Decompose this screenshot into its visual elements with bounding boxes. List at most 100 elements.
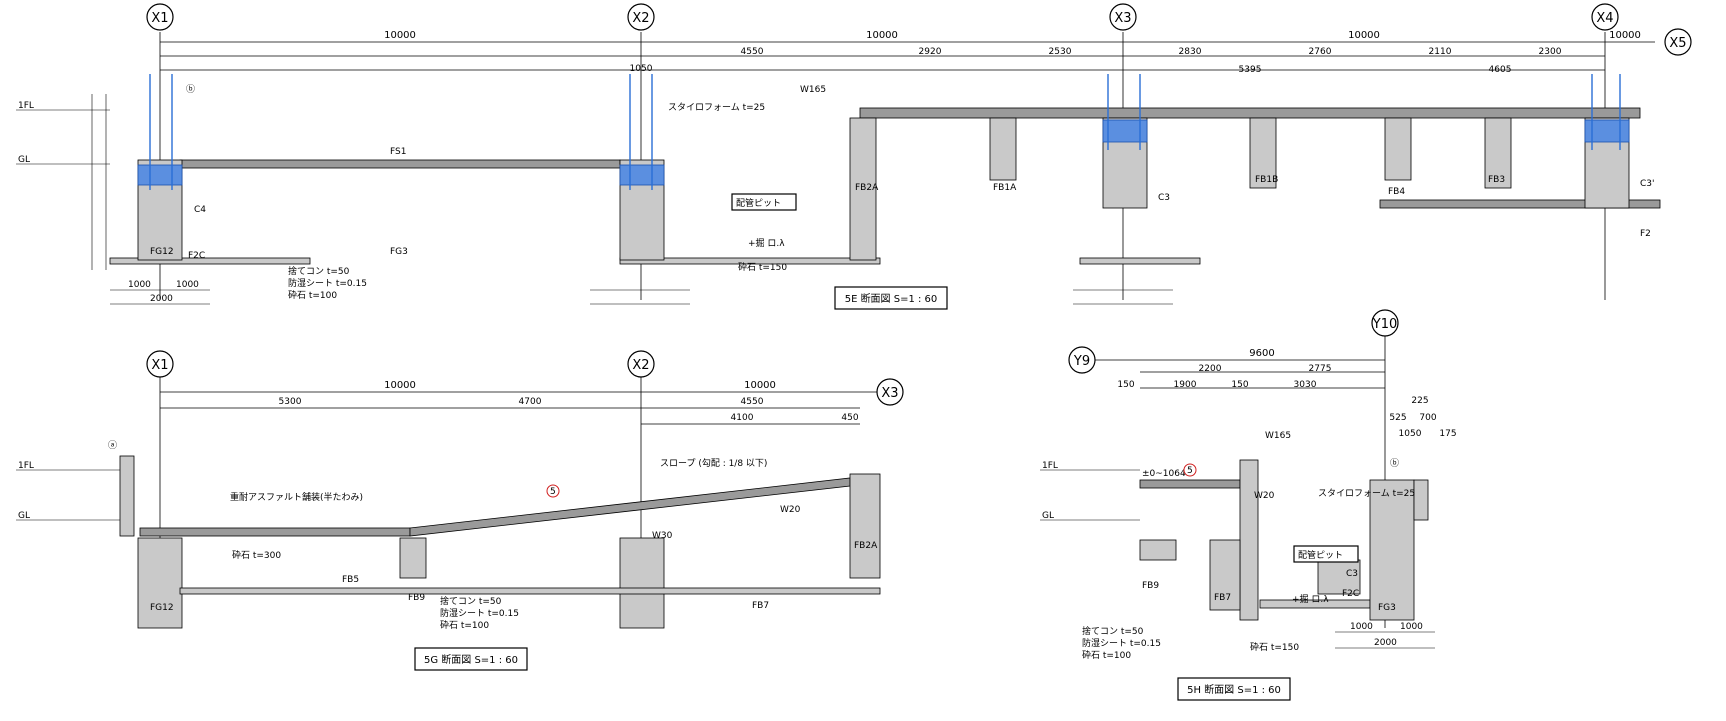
dim-5h-225: 225 <box>1411 396 1428 406</box>
label-marker-b: ⓑ <box>186 84 195 95</box>
label-crushed-stone-100: 砕石 t=100 <box>288 289 337 301</box>
foot-dim-5h-2: 1000 <box>1400 622 1423 632</box>
label-5h-excavation: +掘 ロ.λ <box>1292 593 1329 605</box>
label-5g-fb7: FB7 <box>752 601 769 611</box>
dim-5395: 5395 <box>1239 65 1262 75</box>
level-5h-gl: GL <box>1040 511 1140 521</box>
svg-text:5E 断面図 S=1 : 60: 5E 断面図 S=1 : 60 <box>845 292 938 305</box>
label-5h-leveling: 捨てコン t=50 <box>1082 625 1144 637</box>
label-5h-fb7: FB7 <box>1214 593 1231 603</box>
level-gl: GL <box>16 155 110 165</box>
label-5g-fb2a: FB2A <box>854 541 878 551</box>
label-5g-fb5: FB5 <box>342 575 359 585</box>
svg-text:X3: X3 <box>1114 11 1131 26</box>
label-5h-moisture: 防湿シート t=0.15 <box>1082 637 1161 649</box>
dim-x1-x2: 10000 <box>384 30 416 41</box>
grid-bubble-x5: X5 <box>1664 28 1692 56</box>
label-5g-w30: W30 <box>652 531 673 541</box>
foot-dim-5h-3: 2000 <box>1374 638 1397 648</box>
svg-text:Y10: Y10 <box>1372 317 1397 332</box>
label-5g-fg12: FG12 <box>150 603 174 613</box>
label-moisture-sheet: 防湿シート t=0.15 <box>288 277 367 289</box>
level-5h-1fl: 1FL <box>1040 461 1140 471</box>
dim-5h-3030: 3030 <box>1294 380 1317 390</box>
label-w165: W165 <box>800 85 826 95</box>
dim-2830: 2830 <box>1179 47 1202 57</box>
dim-2530: 2530 <box>1049 47 1072 57</box>
dim-5h-700: 700 <box>1419 413 1436 423</box>
dim-5g-4550: 4550 <box>741 397 764 407</box>
label-fg12: FG12 <box>150 247 174 257</box>
svg-text:配管ピット: 配管ピット <box>1298 549 1343 561</box>
svg-text:1FL: 1FL <box>18 461 34 471</box>
label-5h-w165: W165 <box>1265 431 1291 441</box>
dim-x4-x5: 10000 <box>1609 30 1641 41</box>
label-5h-height-range: ±0~1064 <box>1142 469 1186 479</box>
label-5h-fb9: FB9 <box>1142 581 1159 591</box>
label-5g-slope: スロープ (勾配 : 1/8 以下) <box>660 457 767 469</box>
dim-2920: 2920 <box>919 47 942 57</box>
svg-text:5: 5 <box>1187 466 1193 476</box>
label-5g-leveling: 捨てコン t=50 <box>440 595 502 607</box>
label-fg3: FG3 <box>390 247 408 257</box>
dim-5g-450: 450 <box>841 413 858 423</box>
section-5h: Y10 Y9 9600 2200 2775 150 1900 150 3030 … <box>1040 309 1457 701</box>
label-crushed-stone-150: 砕石 t=150 <box>738 261 787 273</box>
label-5h-f2c: F2C <box>1342 589 1359 599</box>
svg-text:5H 断面図 S=1 : 60: 5H 断面図 S=1 : 60 <box>1187 683 1281 696</box>
label-f2: F2 <box>1640 229 1651 239</box>
label-5g-asphalt: 重耐アスファルト舗装(半たわみ) <box>230 491 363 503</box>
grid-bubble-y10: Y10 <box>1371 309 1399 337</box>
label-excavation: +掘 ロ.λ <box>748 237 785 249</box>
label-fb1b: FB1B <box>1255 175 1278 185</box>
label-leveling-concrete: 捨てコン t=50 <box>288 265 350 277</box>
dim-5h-2200: 2200 <box>1199 364 1222 374</box>
dim-x3-x4: 10000 <box>1348 30 1380 41</box>
dim-2300: 2300 <box>1539 47 1562 57</box>
grid-bubble-y9: Y9 <box>1068 346 1096 374</box>
label-f2c: F2C <box>188 251 205 261</box>
grid-bubble-x3: X3 <box>1109 3 1137 31</box>
label-5h-c3: C3 <box>1346 569 1358 579</box>
section-5e: X1 X2 X3 X4 X5 10000 10000 10000 10000 1… <box>16 3 1692 310</box>
dim-5h-525: 525 <box>1389 413 1406 423</box>
label-5h-pipe-pit: 配管ピット <box>1293 545 1359 563</box>
dim-4605: 4605 <box>1489 65 1512 75</box>
svg-text:1FL: 1FL <box>18 101 34 111</box>
dim-5g-4700: 4700 <box>519 397 542 407</box>
svg-text:X3: X3 <box>881 386 898 401</box>
label-c3-prime: C3' <box>1640 179 1654 189</box>
label-pipe-pit: 配管ピット <box>731 193 797 211</box>
grid-bubble-x2: X2 <box>627 3 655 31</box>
level-5g-gl: GL <box>16 511 120 521</box>
level-5g-1fl: 1FL <box>16 461 120 471</box>
dim-2110: 2110 <box>1429 47 1452 57</box>
label-5g-crushed-100: 砕石 t=100 <box>440 619 489 631</box>
label-5h-crushed-150: 砕石 t=150 <box>1250 641 1299 653</box>
svg-text:1FL: 1FL <box>1042 461 1058 471</box>
section-5g-title: 5G 断面図 S=1 : 60 <box>414 647 528 671</box>
label-5g-fb9: FB9 <box>408 593 425 603</box>
svg-text:X1: X1 <box>151 358 168 373</box>
foot-dim-1: 1000 <box>128 280 151 290</box>
svg-text:配管ピット: 配管ピット <box>736 197 781 209</box>
svg-text:GL: GL <box>18 511 30 521</box>
dim-5g-x1-x2: 10000 <box>384 380 416 391</box>
grid-bubble-x4: X4 <box>1591 3 1619 31</box>
svg-text:GL: GL <box>18 155 30 165</box>
dim-5g-4100: 4100 <box>731 413 754 423</box>
svg-text:X4: X4 <box>1596 11 1613 26</box>
label-5g-w20: W20 <box>780 505 801 515</box>
label-5g-moisture: 防湿シート t=0.15 <box>440 607 519 619</box>
label-fs1: FS1 <box>390 147 406 157</box>
level-1fl: 1FL <box>16 101 110 111</box>
label-5g-crushed-300: 砕石 t=300 <box>232 549 281 561</box>
grid-bubble-x1: X1 <box>146 3 174 31</box>
dim-5h-1050: 1050 <box>1399 429 1422 439</box>
section-5h-title: 5H 断面図 S=1 : 60 <box>1177 677 1291 701</box>
label-5h-crushed-100: 砕石 t=100 <box>1082 649 1131 661</box>
dim-5h-2775: 2775 <box>1309 364 1332 374</box>
dim-5h-150a: 150 <box>1117 380 1134 390</box>
section-5g: X1 X2 X3 10000 10000 5300 4700 4550 4100… <box>16 350 904 671</box>
dim-1050: 1050 <box>630 64 653 74</box>
